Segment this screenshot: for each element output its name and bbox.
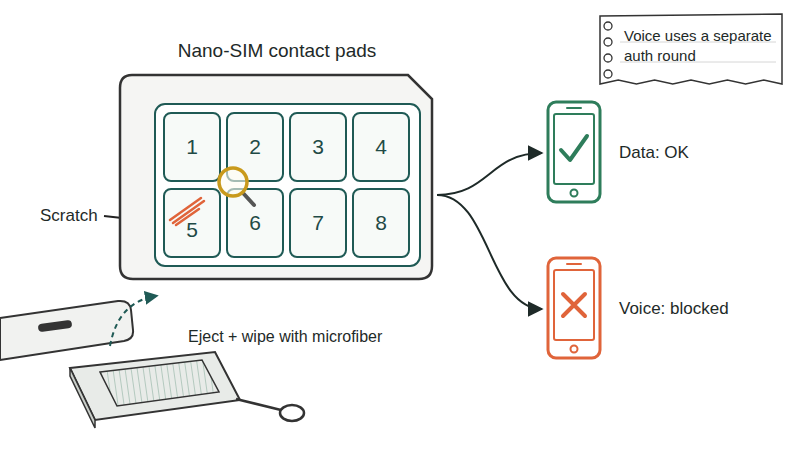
phone-button <box>571 190 578 197</box>
phone-speaker <box>567 263 581 265</box>
pad-number: 5 <box>186 218 198 242</box>
phone-screen <box>554 270 594 340</box>
phone-status: Voice: blocked <box>545 256 739 362</box>
phone-frame <box>548 102 600 202</box>
phone-body <box>0 301 133 360</box>
sim-slot <box>38 320 73 333</box>
tray-body <box>70 352 240 420</box>
pad-number: 8 <box>375 211 387 235</box>
sim-card: Nano-SIM contact pads 1 2 3 4 5 6 7 8 <box>118 40 436 282</box>
phone-icon <box>545 100 603 204</box>
pin-shaft <box>236 399 281 410</box>
instruction-label: Eject + wipe with microfiber <box>188 328 382 346</box>
pad-number: 3 <box>312 135 324 159</box>
status-text: Voice: blocked <box>619 299 729 319</box>
callout-label: Scratch <box>40 206 98 226</box>
spiral-ring <box>604 22 612 30</box>
contact-pad: 3 <box>289 112 347 182</box>
phone-screen <box>554 114 594 184</box>
contact-pad: 2 <box>226 112 284 182</box>
spiral-ring <box>604 38 612 46</box>
phone-speaker <box>567 107 581 109</box>
contact-pad: 8 <box>352 188 410 258</box>
ejector-pin <box>236 399 304 421</box>
tray-side <box>70 368 95 428</box>
contact-pad: 5 <box>163 188 221 258</box>
sticky-note: Voice uses a separate auth round <box>598 12 784 87</box>
status-connector <box>437 195 542 309</box>
cross-mark <box>563 294 585 316</box>
pad-number: 7 <box>312 211 324 235</box>
note-text: Voice uses a separate auth round <box>598 12 784 83</box>
status-text: Data: OK <box>619 143 689 163</box>
phone-edge <box>0 301 133 360</box>
diagram-heading: Nano-SIM contact pads <box>118 40 436 62</box>
sim-tray <box>70 352 240 428</box>
contact-pad: 4 <box>352 112 410 182</box>
pin-ring <box>280 405 304 421</box>
pad-number: 6 <box>249 211 261 235</box>
contact-pad: 6 <box>226 188 284 258</box>
spiral-ring <box>604 54 612 62</box>
phone-frame <box>548 258 600 358</box>
phone-button <box>571 346 578 353</box>
status-connector <box>437 153 542 195</box>
contact-pad: 7 <box>289 188 347 258</box>
phone-icon <box>545 256 603 360</box>
tray-recess <box>100 360 219 406</box>
spiral-ring <box>604 70 612 78</box>
phone-status: Data: OK <box>545 100 699 206</box>
pad-number: 4 <box>375 135 387 159</box>
check-mark <box>561 136 587 160</box>
sim-body <box>120 75 432 279</box>
contact-frame <box>155 104 420 266</box>
eject-arrow <box>110 296 156 346</box>
contact-pad: 1 <box>163 112 221 182</box>
pad-number: 2 <box>249 135 261 159</box>
pad-number: 1 <box>186 135 198 159</box>
